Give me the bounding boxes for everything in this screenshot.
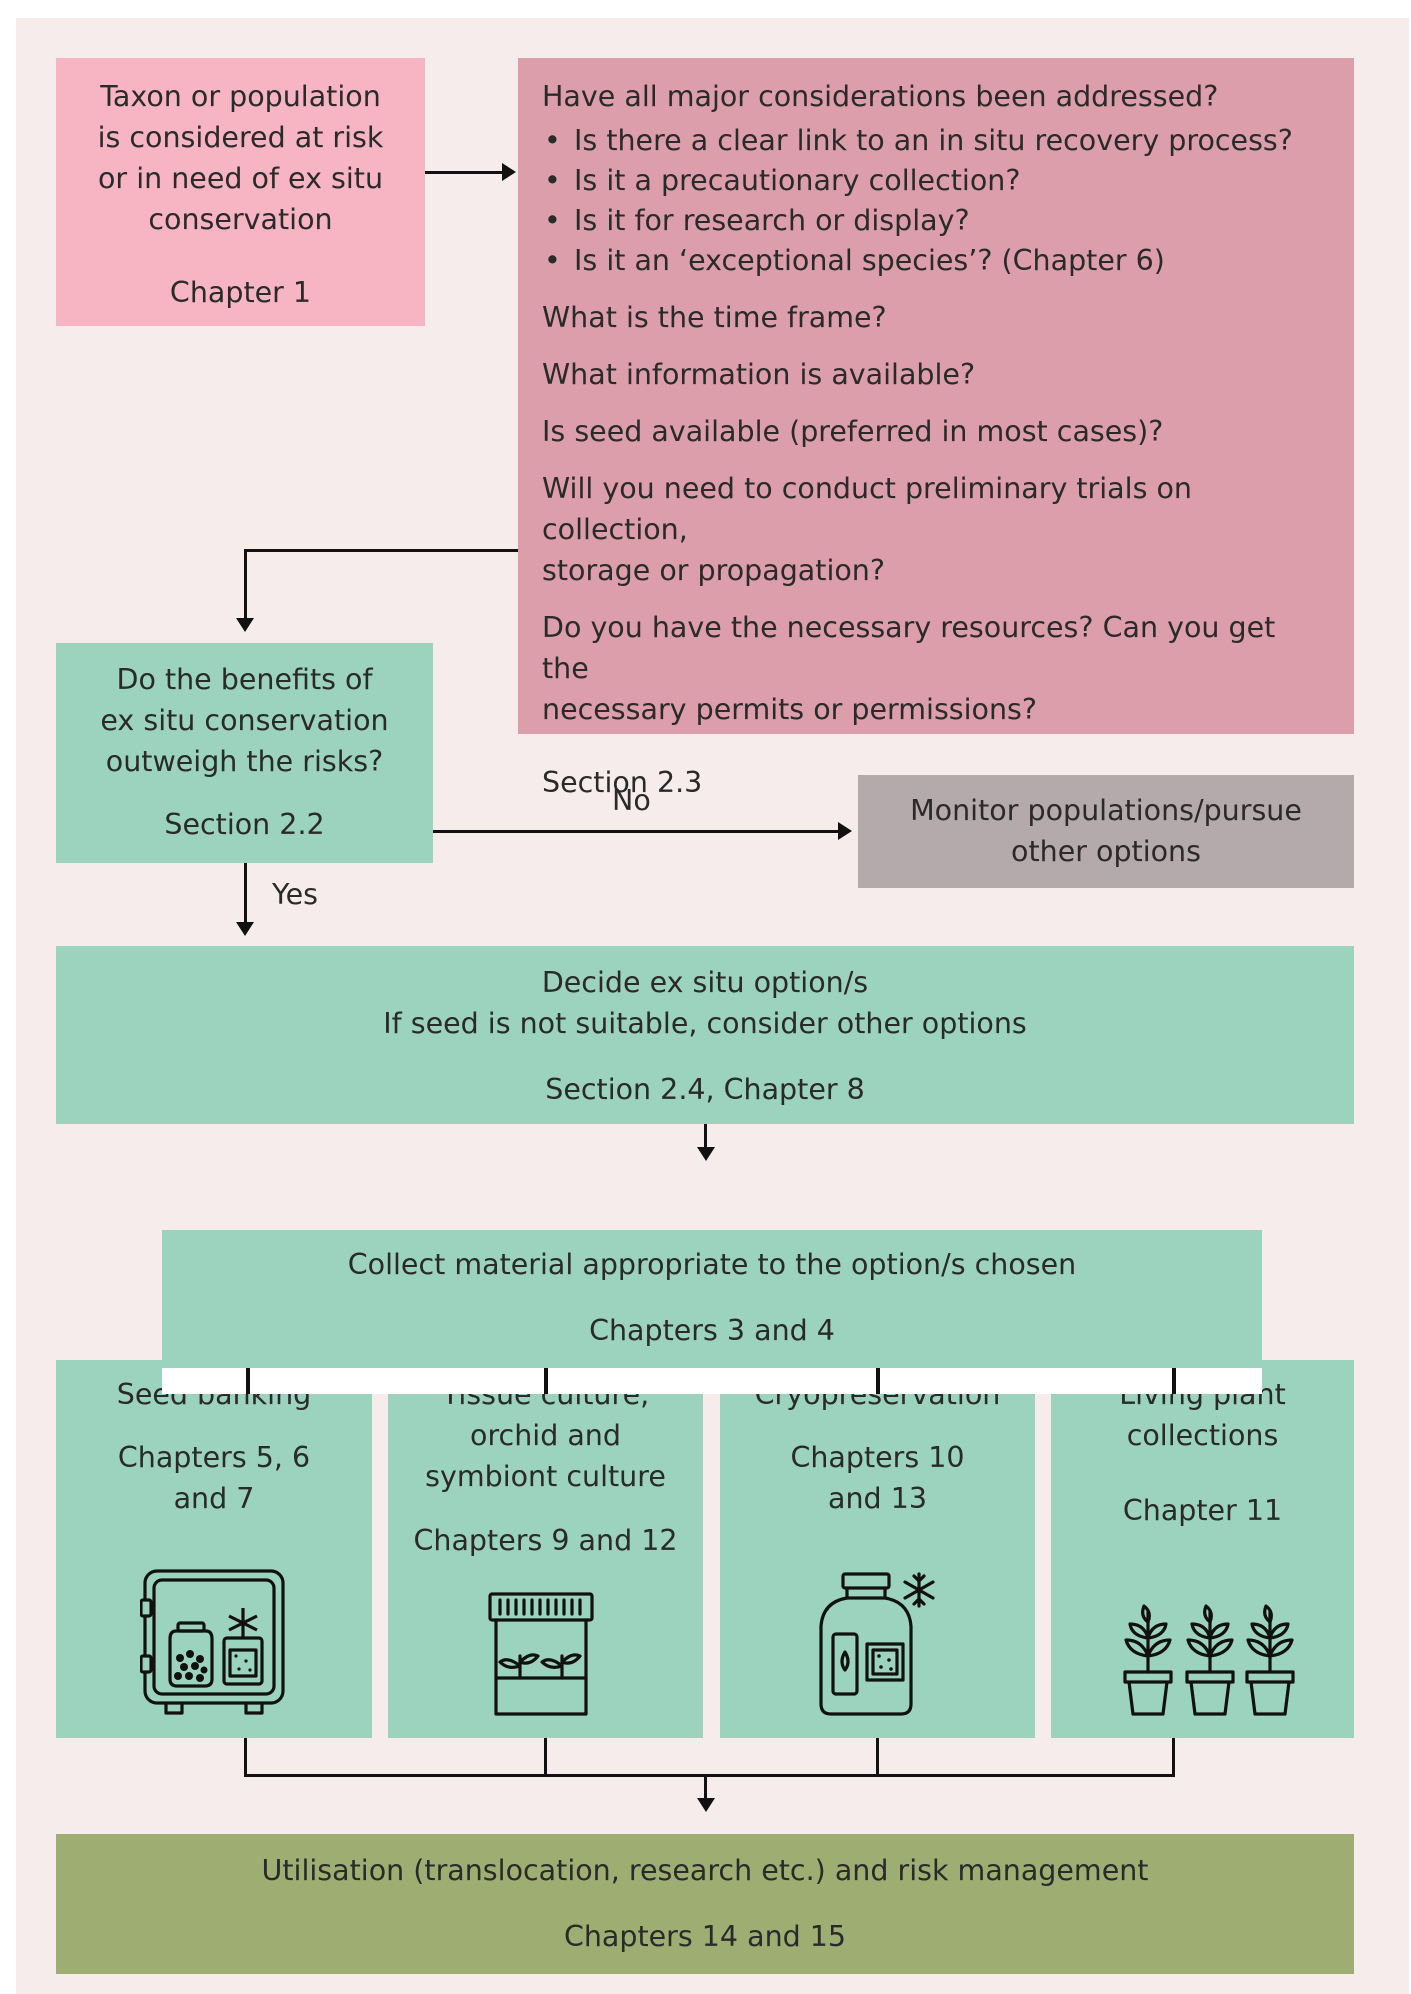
start-box-line: is considered at risk [97, 121, 384, 154]
benefits-box-line: ex situ conservation [100, 704, 389, 737]
option-box-living-plants: Living plant collections Chapter 11 [1051, 1360, 1354, 1738]
benefits-box-ref: Section 2.2 [164, 808, 325, 841]
potted-plants-icon [1123, 1604, 1295, 1716]
start-box-line: conservation [148, 203, 333, 236]
benefits-box-line: Do the benefits of [116, 663, 373, 696]
connector-line [1172, 1368, 1176, 1394]
seed-bank-safe-icon [140, 1569, 285, 1715]
no-label: No [612, 784, 651, 817]
start-box-line: or in need of ex situ [97, 162, 384, 195]
decide-box-ref: Section 2.4, Chapter 8 [545, 1073, 865, 1106]
arrow-head [838, 822, 852, 840]
cryo-container-icon [819, 1572, 935, 1716]
start-box: Taxon or population is considered at ris… [56, 58, 425, 326]
arrow-head [502, 163, 516, 181]
connector-strip [162, 1368, 1262, 1394]
yes-label: Yes [272, 878, 319, 911]
considerations-heading: Have all major considerations been addre… [542, 80, 1219, 113]
arrow-head [697, 1147, 715, 1161]
bullet-item: Is it for research or display? [542, 201, 1330, 241]
bullet-item: Is there a clear link to an in situ reco… [542, 121, 1330, 161]
connector-line [544, 1738, 547, 1776]
option-title-line: orchid and [470, 1419, 621, 1452]
connector-line [244, 1738, 247, 1776]
connector-line [876, 1368, 880, 1394]
option-ref-line: and 13 [828, 1482, 927, 1515]
option-ref-line: Chapters 9 and 12 [413, 1524, 678, 1557]
start-box-ref: Chapter 1 [169, 276, 312, 309]
monitor-box-line: Monitor populations/pursue [910, 794, 1302, 827]
utilisation-box-ref: Chapters 14 and 15 [563, 1920, 847, 1953]
decide-box: Decide ex situ option/s If seed is not s… [56, 946, 1354, 1124]
option-ref-line: Chapter 11 [1122, 1494, 1283, 1527]
benefits-box-line: outweigh the risks? [105, 745, 384, 778]
utilisation-box-line: Utilisation (translocation, research etc… [261, 1854, 1149, 1887]
question-line: Is seed available (preferred in most cas… [542, 415, 1164, 448]
monitor-box-line: other options [1011, 835, 1201, 868]
question-line: What is the time frame? [542, 301, 887, 334]
option-ref-line: Chapters 5, 6 [117, 1441, 311, 1474]
connector-line [433, 830, 841, 833]
question-line: storage or propagation? [542, 554, 885, 587]
option-box-tissue-culture: Tissue culture, orchid and symbiont cult… [388, 1360, 703, 1738]
start-box-line: Taxon or population [100, 80, 381, 113]
connector-line [544, 1368, 548, 1394]
collect-box: Collect material appropriate to the opti… [162, 1230, 1262, 1368]
connector-line [876, 1738, 879, 1776]
connector-line [244, 549, 518, 552]
considerations-ref: Section 2.3 [542, 766, 703, 799]
option-ref-line: and 7 [173, 1482, 255, 1515]
arrow-head [236, 922, 254, 936]
connector-line [244, 863, 247, 929]
collect-box-line: Collect material appropriate to the opti… [347, 1248, 1077, 1281]
arrow-head [236, 618, 254, 632]
option-title-line: symbiont culture [425, 1460, 666, 1493]
connector-line [1172, 1738, 1175, 1776]
connector-line [704, 1124, 707, 1149]
connector-line [246, 1368, 250, 1394]
tissue-culture-jar-icon [488, 1592, 594, 1716]
monitor-box: Monitor populations/pursue other options [858, 775, 1354, 888]
option-ref-line: Chapters 10 [790, 1441, 965, 1474]
question-line: necessary permits or permissions? [542, 693, 1038, 726]
arrow-head [697, 1798, 715, 1812]
question-line: Will you need to conduct preliminary tri… [542, 472, 1192, 546]
connector-line [704, 1774, 707, 1800]
considerations-box: Have all major considerations been addre… [518, 58, 1354, 799]
decide-box-line: If seed is not suitable, consider other … [383, 1007, 1027, 1040]
connector-line [244, 549, 247, 620]
option-title-line: collections [1126, 1419, 1279, 1452]
connector-line [244, 1774, 1175, 1777]
utilisation-box: Utilisation (translocation, research etc… [56, 1834, 1354, 1974]
decide-box-line: Decide ex situ option/s [541, 966, 869, 999]
question-line: What information is available? [542, 358, 976, 391]
considerations-bullets: Is there a clear link to an in situ reco… [542, 121, 1330, 281]
bullet-item: Is it an ‘exceptional species’? (Chapter… [542, 241, 1330, 281]
collect-box-ref: Chapters 3 and 4 [589, 1314, 835, 1347]
benefits-box: Do the benefits of ex situ conservation … [56, 643, 433, 863]
question-line: Do you have the necessary resources? Can… [542, 611, 1276, 685]
bullet-item: Is it a precautionary collection? [542, 161, 1330, 201]
connector-line [425, 171, 503, 174]
